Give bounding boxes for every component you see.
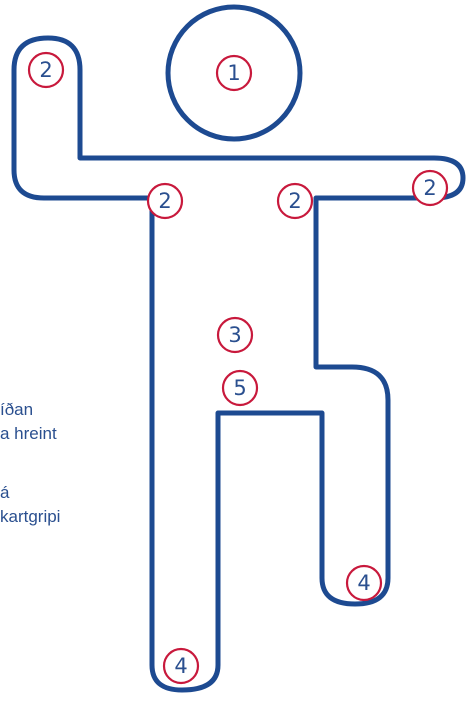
marker-2: 2 <box>413 171 447 205</box>
side-text-block-2: á kartgripi <box>0 481 60 529</box>
marker-label: 1 <box>227 61 240 85</box>
marker-label: 2 <box>39 58 52 82</box>
marker-2: 2 <box>29 53 63 87</box>
marker-label: 2 <box>423 176 436 200</box>
body-outline <box>14 38 463 690</box>
marker-5: 5 <box>223 371 257 405</box>
side-text-line: a hreint <box>0 422 57 446</box>
marker-label: 4 <box>174 654 187 678</box>
side-text-line: íðan <box>0 398 57 422</box>
marker-3: 3 <box>218 318 252 352</box>
marker-label: 5 <box>233 376 246 400</box>
side-text-line: á <box>0 481 60 505</box>
marker-1: 1 <box>217 56 251 90</box>
side-text-block-1: íðan a hreint <box>0 398 57 446</box>
side-text-line: kartgripi <box>0 505 60 529</box>
marker-label: 2 <box>158 189 171 213</box>
marker-label: 4 <box>357 571 370 595</box>
marker-4: 4 <box>347 566 381 600</box>
marker-label: 2 <box>288 189 301 213</box>
marker-label: 3 <box>228 323 241 347</box>
marker-2: 2 <box>148 184 182 218</box>
marker-4: 4 <box>164 649 198 683</box>
marker-2: 2 <box>278 184 312 218</box>
